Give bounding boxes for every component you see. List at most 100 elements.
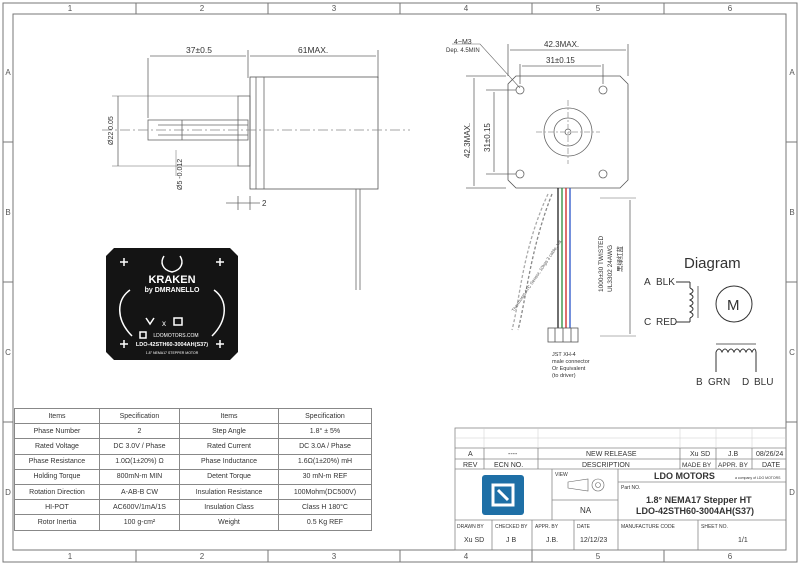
spec-cell: Insulation Resistance bbox=[179, 483, 279, 501]
col-label: 4 bbox=[464, 4, 469, 13]
spec-cell: 2 bbox=[98, 423, 181, 440]
spec-table-row: Holding Torque 800mN-m MIN Detent Torque… bbox=[14, 468, 373, 485]
spec-header: Specification bbox=[277, 407, 373, 425]
sheet-label: SHEET NO. bbox=[701, 524, 728, 530]
terminal-d: D bbox=[742, 377, 749, 388]
col-label: 1 bbox=[68, 4, 73, 13]
dim-boss: 2 bbox=[262, 199, 267, 208]
jst-connector bbox=[547, 327, 579, 343]
spec-table-row: Rotor Inertia 100 g-cm² Weight 0.5 Kg RE… bbox=[14, 514, 373, 531]
spec-cell: DC 3.0V / Phase bbox=[98, 438, 181, 455]
appr-by: J.B. bbox=[546, 537, 558, 544]
spec-cell: 0.5 Kg REF bbox=[277, 514, 373, 531]
dim-shaft-length: 37±0.5 bbox=[186, 45, 212, 55]
spec-cell: Step Angle bbox=[179, 423, 279, 440]
spec-header: Items bbox=[179, 407, 279, 425]
mfg-code-label: MANUFACTURE CODE bbox=[621, 524, 676, 530]
spec-cell: Holding Torque bbox=[14, 468, 100, 485]
wiring-labels: Diagram M A BLK C RED B GRN D BLU bbox=[644, 255, 773, 388]
rev-made-by: Xu SD bbox=[690, 451, 710, 458]
row-label: D bbox=[789, 488, 795, 497]
col-label: 1 bbox=[68, 552, 73, 561]
ecn-header: ECN NO. bbox=[494, 462, 523, 469]
qr-icon bbox=[139, 331, 147, 339]
dim-body-length: 61MAX. bbox=[298, 45, 328, 55]
spec-cell: 1.0Ω(1±20%) Ω bbox=[98, 453, 181, 470]
terminal-b: B bbox=[696, 377, 703, 388]
spec-cell: DC 3.0A / Phase bbox=[277, 438, 373, 455]
title-line-1: 1.8° NEMA17 Stepper HT bbox=[646, 495, 752, 505]
row-label: A bbox=[5, 68, 11, 77]
label-brand: KRAKEN bbox=[148, 274, 195, 286]
rev-description: NEW RELEASE bbox=[586, 451, 637, 458]
cable-length-note: 1000±30 TWISTED bbox=[598, 236, 605, 292]
col-label: 2 bbox=[200, 552, 205, 561]
appr-by-label: APPR. BY bbox=[535, 524, 559, 530]
connector-note-3: Or Equivalent bbox=[552, 366, 586, 372]
date-label: DATE bbox=[577, 524, 591, 530]
thread-spec: 4~M3 bbox=[454, 39, 472, 46]
rev-value: A bbox=[468, 451, 473, 458]
label-sub: by DMRANELLO bbox=[145, 287, 200, 294]
terminal-c-color: RED bbox=[656, 317, 677, 328]
na-value: NA bbox=[580, 506, 592, 515]
tentacle-left-icon bbox=[119, 289, 133, 337]
diagram-title: Diagram bbox=[684, 255, 741, 272]
dim-boss-dia: Ø5 -0.012 bbox=[177, 159, 184, 190]
spec-cell: HI-POT bbox=[14, 499, 100, 516]
title-block-grid bbox=[455, 428, 786, 448]
front-view bbox=[452, 43, 636, 337]
label-site: LDOMOTORS.COM bbox=[153, 333, 198, 339]
company-name: LDO MOTORS bbox=[654, 471, 715, 481]
spec-table-row: HI-POT AC600V/1mA/1S Insulation Class Cl… bbox=[14, 499, 373, 516]
spec-cell: 100Mohm(DC500V) bbox=[277, 483, 373, 501]
spec-header: Specification bbox=[98, 407, 181, 425]
rev-date: 08/26/24 bbox=[756, 451, 783, 458]
spec-cell: 100 g-cm² bbox=[98, 514, 181, 531]
drawn-by-label: DRAWN BY bbox=[457, 524, 484, 530]
title-block-text: A ---- NEW RELEASE Xu SD J.B 08/26/24 RE… bbox=[457, 451, 783, 544]
dim-hole-spacing: 31±0.15 bbox=[546, 56, 575, 65]
spec-cell: Class H 180°C bbox=[277, 499, 373, 516]
plus-icon bbox=[120, 340, 128, 348]
col-label: 5 bbox=[596, 4, 601, 13]
row-label: B bbox=[5, 208, 10, 217]
drawn-by: Xu SD bbox=[464, 537, 484, 544]
spec-cell: Phase Inductance bbox=[179, 453, 279, 470]
motor-symbol: M bbox=[727, 297, 740, 314]
row-label: D bbox=[5, 488, 11, 497]
col-label: 6 bbox=[728, 4, 733, 13]
cable-color-note: 黑绿红蓝 bbox=[615, 246, 624, 273]
label-model: LDO-42STH60-3004AH(S37) bbox=[136, 342, 208, 348]
spec-cell: Rotor Inertia bbox=[14, 514, 100, 531]
col-label: 3 bbox=[332, 4, 337, 13]
title-block-frame bbox=[454, 427, 787, 551]
row-label: C bbox=[789, 348, 795, 357]
spec-table-header-row: Items Specification Items Specification bbox=[14, 407, 373, 425]
spec-cell: Insulation Class bbox=[179, 499, 279, 516]
spec-cell: Phase Number bbox=[14, 423, 100, 440]
col-label: 5 bbox=[596, 552, 601, 561]
spec-cell: 1.8° ± 5% bbox=[277, 423, 373, 440]
checked-by-label: CHECKED BY bbox=[495, 524, 528, 530]
spec-table-row: Rated Voltage DC 3.0V / Phase Rated Curr… bbox=[14, 438, 373, 455]
date-header: DATE bbox=[762, 462, 780, 469]
desc-header: DESCRIPTION bbox=[582, 462, 630, 469]
side-view-dims: 37±0.5 61MAX. Ø22 0.05 Ø5 -0.012 2 bbox=[108, 45, 328, 208]
terminal-a: A bbox=[644, 277, 651, 288]
spec-cell: Rated Voltage bbox=[14, 438, 100, 455]
terminal-d-color: BLU bbox=[754, 377, 773, 388]
dim-width: 42.3MAX. bbox=[544, 40, 579, 49]
col-label: 4 bbox=[464, 552, 469, 561]
dim-shaft-dia: Ø22 0.05 bbox=[108, 116, 115, 145]
connector-note-2: male connector bbox=[552, 359, 590, 365]
ecn-value: ---- bbox=[508, 451, 518, 458]
spec-table-row: Rotation Direction A-AB-B CW Insulation … bbox=[14, 483, 373, 501]
tentacle-right-icon bbox=[211, 289, 225, 337]
made-by-header: MADE BY bbox=[682, 462, 712, 469]
cable-wire-note: UL3302 24AWG bbox=[607, 245, 614, 292]
spec-table-row: Phase Resistance 1.0Ω(1±20%) Ω Phase Ind… bbox=[14, 453, 373, 470]
dim-hole-spacing-v: 31±0.15 bbox=[483, 123, 492, 152]
motor-label-art: KRAKEN by DMRANELLO x LDOMOTORS.COM LDO-… bbox=[106, 248, 238, 360]
